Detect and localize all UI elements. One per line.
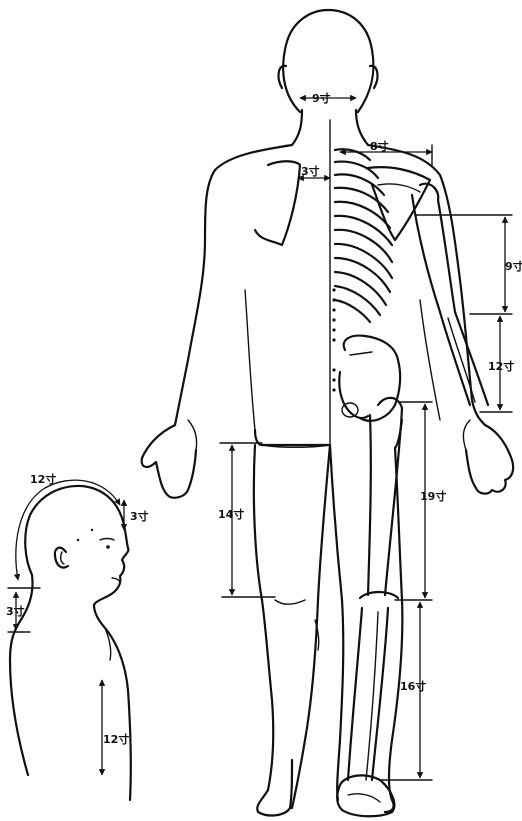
label-head-arc: 12寸	[30, 472, 56, 486]
label-neck-back: 3寸	[6, 604, 25, 618]
label-buttock-to-knee: 14寸	[218, 507, 244, 521]
label-forearm: 12寸	[488, 359, 514, 373]
skeleton-overlay	[332, 149, 488, 816]
label-thigh: 19寸	[420, 489, 446, 503]
label-lower-leg: 16寸	[400, 679, 426, 693]
label-upper-arm: 9寸	[505, 259, 522, 273]
label-spine-to-scapula: 3寸	[301, 164, 320, 178]
label-brow-to-hairline: 3寸	[130, 509, 149, 523]
label-neck-width: 9寸	[312, 91, 331, 105]
label-chest-side: 12寸	[103, 732, 129, 746]
dimension-lines	[220, 98, 512, 780]
label-shoulder-blade: 8寸	[370, 139, 389, 153]
back-figure: 9寸 3寸 8寸 9寸 12寸 14寸 19寸 16寸	[142, 10, 522, 816]
side-profile-figure: 12寸 3寸 3寸 12寸	[6, 472, 149, 800]
